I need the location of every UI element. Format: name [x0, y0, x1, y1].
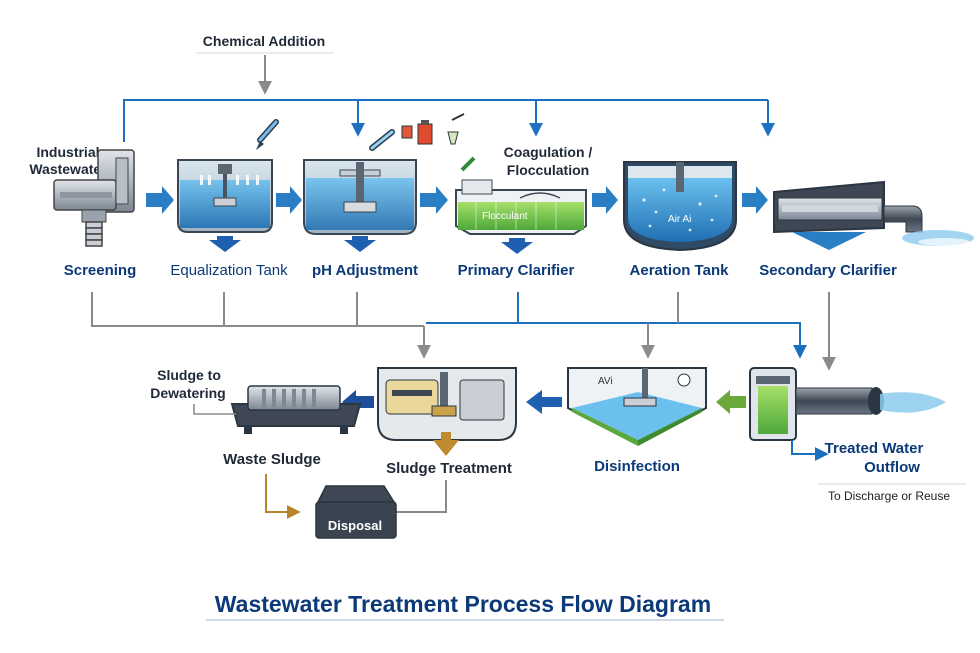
treated-label-2: Outflow — [864, 459, 920, 476]
sludge-dewatering-label-1: Sludge to — [157, 367, 221, 383]
stage-label-equalization: Equalization Tank — [170, 262, 288, 279]
coagulation-label-1: Coagulation / — [504, 144, 593, 160]
green-flow-arrow — [716, 390, 746, 414]
stage-label-secondary: Secondary Clarifier — [759, 262, 897, 279]
sludge-dewatering-label-2: Dewatering — [150, 385, 225, 401]
stage-label-aeration: Aeration Tank — [630, 262, 730, 279]
secondary-clarifier — [773, 180, 974, 250]
flow-arrow-4 — [592, 186, 618, 214]
treated-label-1: Treated Water — [825, 440, 924, 457]
stage-label-ph: pH Adjustment — [312, 262, 418, 279]
industrial-label-2: Wastewater — [29, 161, 107, 177]
chemical-addition-label: Chemical Addition — [203, 33, 325, 49]
air-text: Air Ai — [668, 214, 691, 225]
avi-text: AVi — [598, 376, 613, 387]
primary-clarifier: Flocculant — [455, 156, 587, 235]
primary-down-arrow — [501, 238, 533, 254]
coagulation-label-2: Flocculation — [507, 162, 589, 178]
disposal-container: Disposal — [315, 485, 397, 539]
blue-flow-arrow-left — [526, 390, 562, 414]
stage-label-disinfection: Disinfection — [594, 458, 680, 475]
diagram-title: Wastewater Treatment Process Flow Diagra… — [215, 591, 711, 617]
stage-label-primary: Primary Clarifier — [458, 262, 575, 279]
aeration-tank: Air Ai — [623, 161, 737, 252]
stage-label-screening: Screening — [64, 262, 137, 279]
flocculant-text: Flocculant — [482, 211, 528, 222]
final-effluent-unit — [749, 367, 946, 441]
waste-sludge-label: Waste Sludge — [223, 451, 321, 468]
eq-down-arrow — [209, 236, 241, 252]
screening-equipment — [53, 149, 135, 247]
ph-down-arrow — [344, 236, 376, 252]
equalization-tank — [177, 119, 279, 233]
sludge-down-arrow — [433, 432, 459, 456]
stage-label-sludge-treatment: Sludge Treatment — [386, 460, 512, 477]
dewatering-connector — [193, 404, 236, 415]
treated-outflow-line — [791, 440, 829, 461]
ph-adjustment-tank — [303, 113, 465, 235]
sludge-treatment-unit — [377, 367, 517, 441]
flow-arrow-1 — [146, 186, 174, 214]
discharge-label: To Discharge or Reuse — [828, 489, 950, 503]
disposal-label: Disposal — [328, 518, 382, 533]
sludge-collection-lines — [91, 292, 836, 371]
flow-arrow-3 — [420, 186, 448, 214]
flow-arrow-2 — [276, 186, 302, 214]
treatment-to-disposal-line — [396, 480, 447, 513]
disinfection-unit: AVi — [567, 367, 707, 446]
flow-arrow-5 — [742, 186, 768, 214]
waste-to-disposal-arrow — [265, 474, 301, 519]
chemical-distribution-line — [123, 99, 775, 142]
industrial-label-1: Industrial — [36, 144, 99, 160]
dewatering-press — [230, 385, 362, 434]
